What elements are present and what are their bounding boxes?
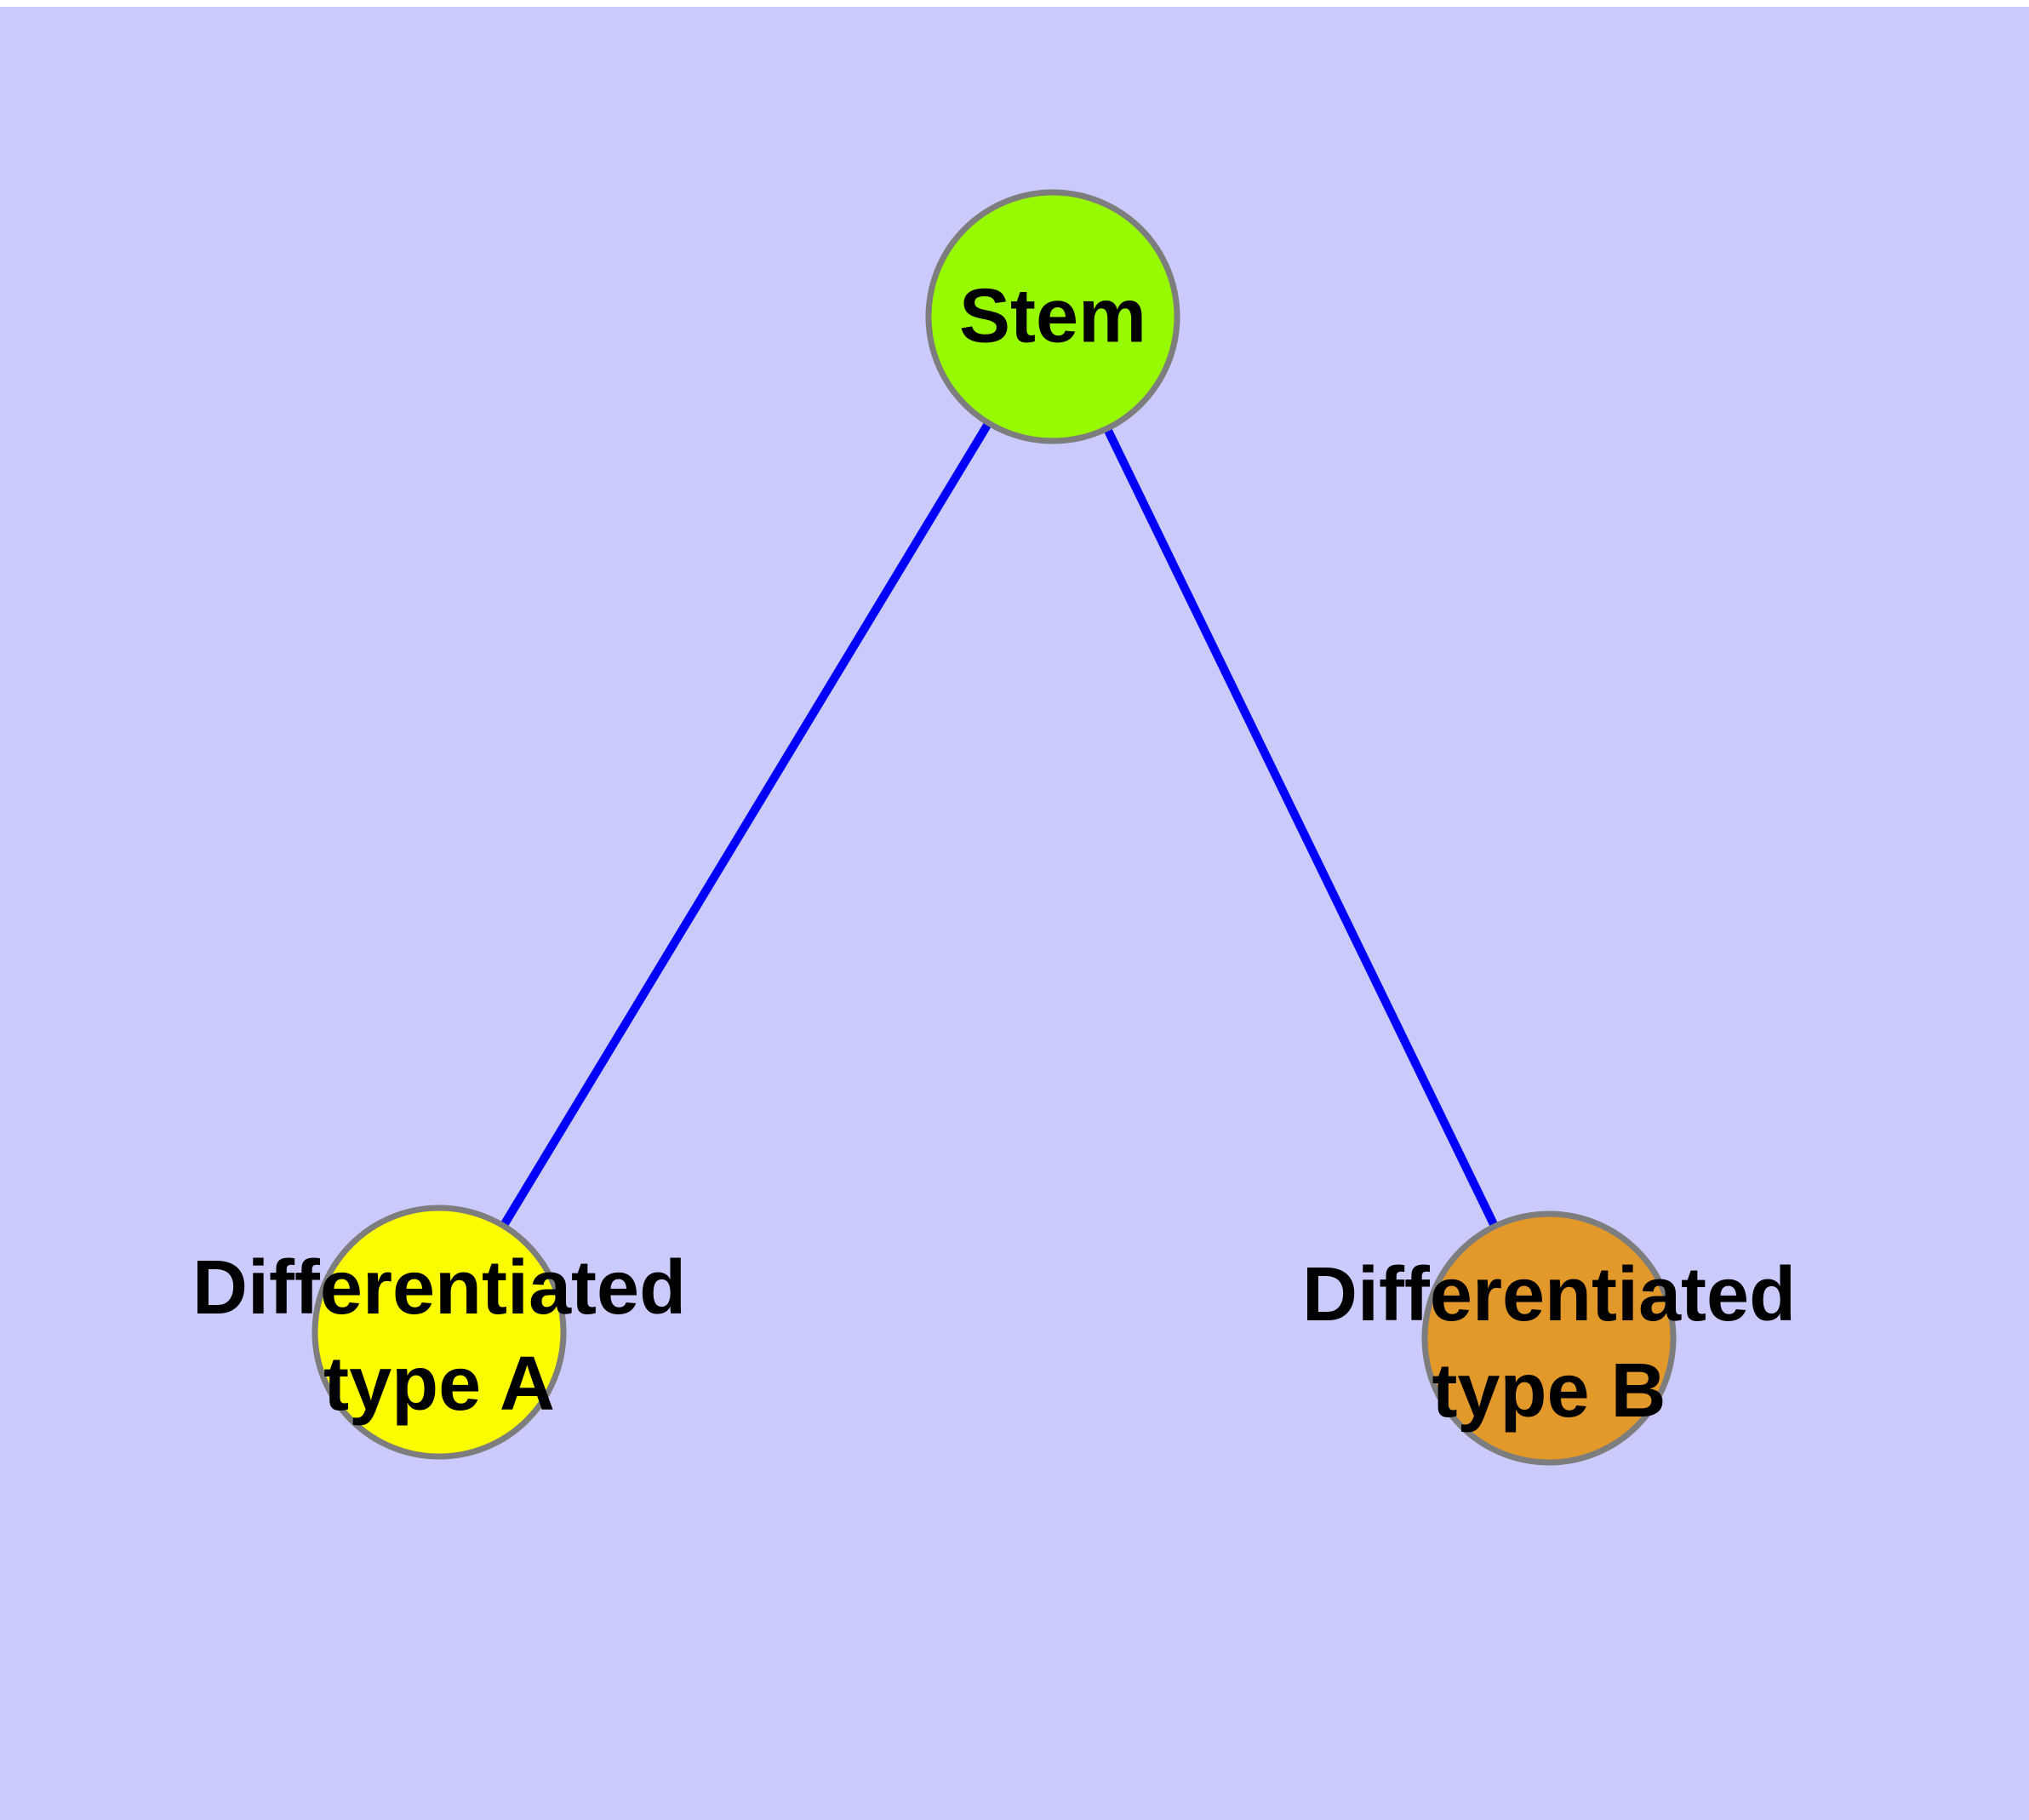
node-label-line: type B: [1432, 1348, 1666, 1434]
node-label-line: Stem: [958, 273, 1147, 359]
node-stem: [925, 189, 1180, 444]
node-label-differentiated-type-a: Differentiated type A: [192, 1240, 686, 1433]
edge-stem-to-type-a: [435, 314, 1057, 1335]
node-differentiated-type-b: [1421, 1210, 1677, 1466]
node-label-differentiated-type-b: Differentiated type B: [1302, 1247, 1796, 1439]
node-label-line: Differentiated: [191, 1245, 687, 1331]
node-differentiated-type-a: [311, 1205, 567, 1460]
edge-stem-to-type-b: [1049, 314, 1553, 1341]
node-label-line: type A: [323, 1342, 555, 1427]
node-label-line: Differentiated: [1301, 1252, 1797, 1337]
node-label-stem: Stem: [959, 269, 1146, 365]
